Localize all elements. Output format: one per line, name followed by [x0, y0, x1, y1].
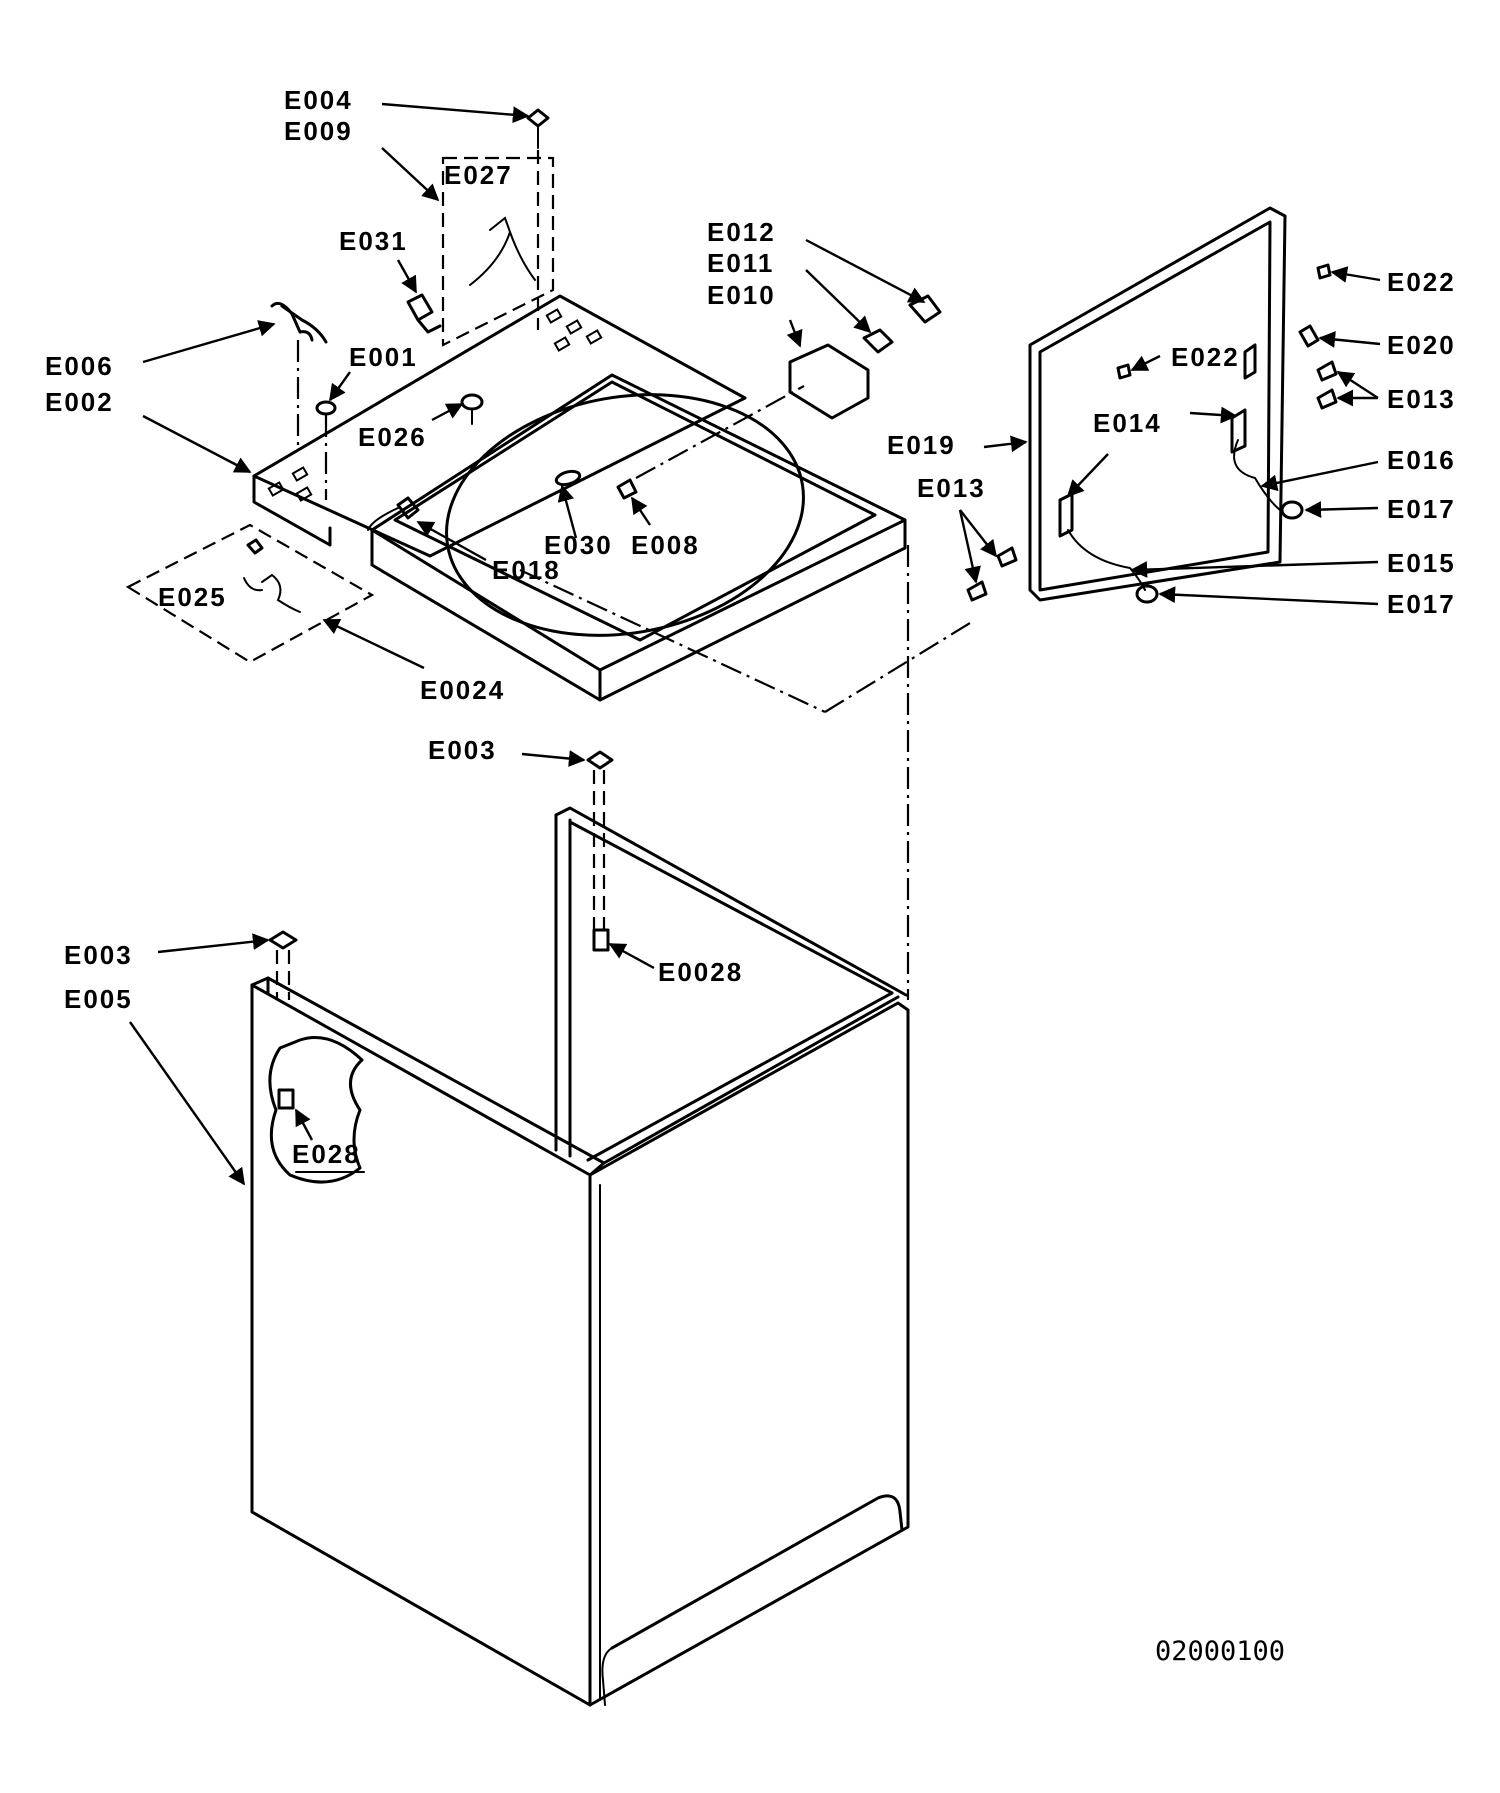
callout-e018: E018: [492, 555, 561, 585]
top-cover: [252, 294, 907, 702]
callout-e020: E020: [1387, 330, 1456, 360]
callout-e013-left: E013: [917, 473, 986, 503]
callout-e009: E009: [284, 116, 353, 146]
callout-e030: E030: [544, 530, 613, 560]
callout-e003-center: E003: [428, 735, 497, 765]
callout-e013-right: E013: [1387, 384, 1456, 414]
drawing-number: 02000100: [1155, 1636, 1285, 1667]
callout-e028: E028: [292, 1139, 361, 1169]
cabinet: [250, 806, 910, 1707]
lid-panel: [966, 206, 1338, 604]
callout-e025: E025: [158, 582, 227, 612]
callout-e015: E015: [1387, 548, 1456, 578]
callout-e027: E027: [444, 160, 513, 190]
callout-e005: E005: [64, 984, 133, 1014]
callout-e014: E014: [1093, 408, 1162, 438]
callout-e008: E008: [631, 530, 700, 560]
callout-e003-left: E003: [64, 940, 133, 970]
callout-e017-upper: E017: [1387, 494, 1456, 524]
callout-e004: E004: [284, 85, 353, 115]
callout-e0024: E0024: [420, 675, 505, 705]
cabinet-fasteners: [268, 545, 910, 1110]
callout-e002: E002: [45, 387, 114, 417]
callout-e0028: E0028: [658, 957, 743, 987]
small-parts: [125, 108, 976, 713]
callout-e019: E019: [887, 430, 956, 460]
callout-e017-lower: E017: [1387, 589, 1456, 619]
callout-e001: E001: [349, 342, 418, 372]
callout-e022-inner: E022: [1171, 342, 1240, 372]
callout-e031: E031: [339, 226, 408, 256]
callout-e022-top: E022: [1387, 267, 1456, 297]
callout-e012: E012: [707, 217, 776, 247]
callout-labels: E004 E009 E027 E031 E006 E001 E002 E026 …: [45, 85, 1456, 1667]
leader-lines: [129, 102, 1381, 1186]
callout-e010: E010: [707, 280, 776, 310]
callout-e016: E016: [1387, 445, 1456, 475]
callout-e026: E026: [358, 422, 427, 452]
callout-e006: E006: [45, 351, 114, 381]
callout-e011: E011: [707, 248, 774, 278]
